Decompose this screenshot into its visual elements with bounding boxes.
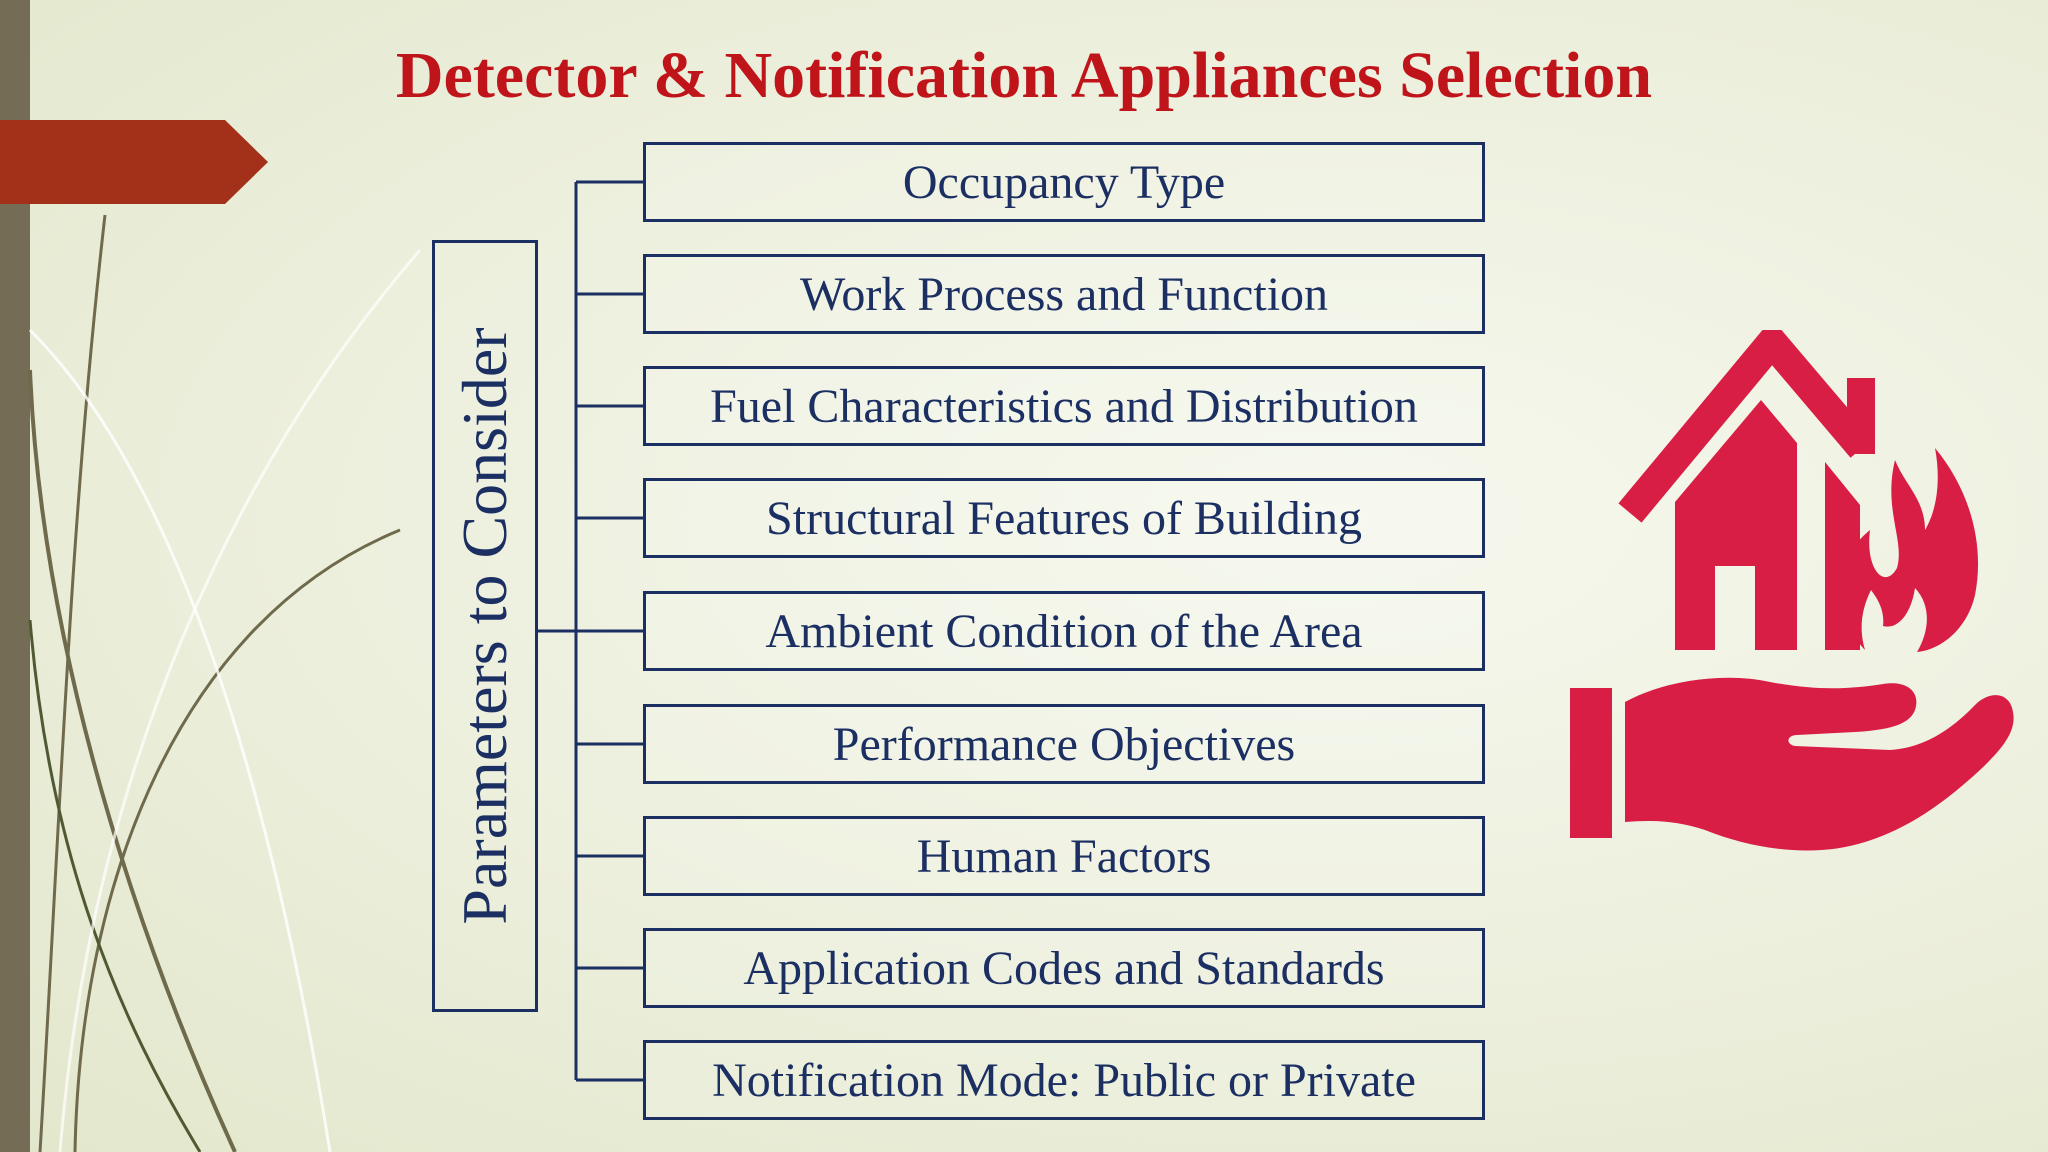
- slide-title: Detector & Notification Appliances Selec…: [395, 39, 1653, 112]
- parameter-item-notification-mode: Notification Mode: Public or Private: [643, 1040, 1485, 1120]
- parameter-item-structural-features: Structural Features of Building: [643, 478, 1485, 558]
- house-fire-in-hand-icon: [1570, 330, 2014, 851]
- parameter-item-fuel-characteristics: Fuel Characteristics and Distribution: [643, 366, 1485, 446]
- parameter-item-occupancy-type: Occupancy Type: [643, 142, 1485, 222]
- parameters-box: Parameters to Consider: [432, 240, 538, 1012]
- accent-arrow-shape: [0, 120, 268, 204]
- parameter-item-ambient-condition: Ambient Condition of the Area: [643, 591, 1485, 671]
- parameter-item-performance-objectives: Performance Objectives: [643, 704, 1485, 784]
- parameter-item-human-factors: Human Factors: [643, 816, 1485, 896]
- parameter-item-application-codes: Application Codes and Standards: [643, 928, 1485, 1008]
- parameter-item-work-process: Work Process and Function: [643, 254, 1485, 334]
